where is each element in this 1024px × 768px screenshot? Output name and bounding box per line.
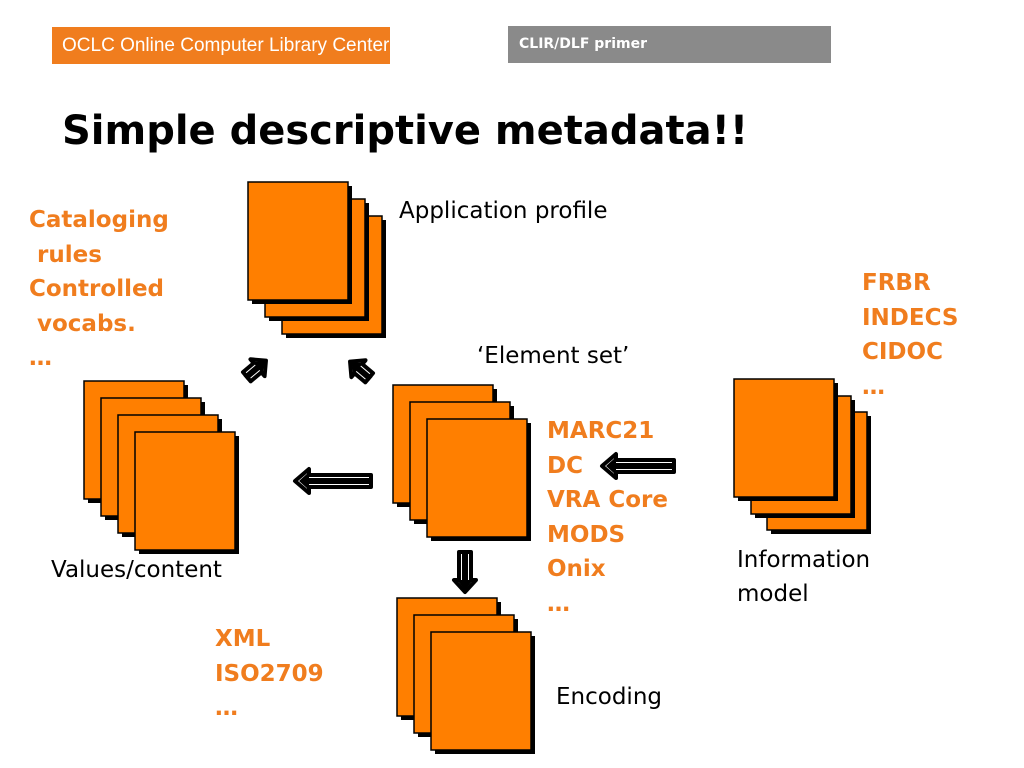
example-item: MODS (547, 521, 626, 548)
arrow-element-set-to-profile (348, 358, 376, 385)
information-model-label-line1: Information (737, 547, 871, 573)
example-item: … (862, 373, 885, 400)
information-model-label-line2: model (737, 581, 809, 607)
example-item: DC (547, 452, 583, 479)
slide-title: Simple descriptive metadata!! (62, 108, 749, 154)
application-profile-doc-stack (247, 181, 387, 339)
element-set-label: ‘Element set’ (477, 343, 630, 369)
example-item: ISO2709 (215, 660, 324, 687)
information-model-doc-stack (733, 378, 872, 535)
encoding-doc-stack (396, 597, 536, 755)
example-item: Onix (547, 556, 606, 582)
example-item: FRBR (862, 270, 931, 296)
application-profile-examples: Cataloging rules Controlled vocabs. … (29, 203, 169, 376)
encoding-examples: XML ISO2709 … (215, 622, 324, 726)
example-item: vocabs. (29, 310, 136, 337)
example-item: MARC21 (547, 418, 655, 444)
org-banner: OCLC Online Computer Library Center (52, 27, 390, 64)
example-item: … (29, 345, 52, 371)
deck-banner: CLIR/DLF primer (508, 26, 831, 63)
arrow-element-set-to-encoding (452, 550, 478, 594)
example-item: rules (29, 241, 102, 268)
arrow-element-set-to-values (293, 467, 373, 495)
values-content-label: Values/content (51, 557, 222, 583)
arrow-information-model-to-element-set (600, 452, 676, 480)
application-profile-label: Application profile (399, 198, 608, 224)
example-item: … (215, 695, 238, 721)
example-item: … (547, 590, 570, 617)
example-item: CIDOC (862, 339, 943, 365)
example-item: Controlled (29, 276, 165, 302)
arrow-values-to-profile (240, 357, 268, 384)
example-item: INDECS (862, 304, 959, 331)
element-set-doc-stack (392, 384, 532, 542)
example-item: XML (215, 626, 271, 652)
information-model-examples: FRBR INDECS CIDOC … (862, 266, 958, 404)
example-item: VRA Core (547, 487, 668, 513)
element-set-examples: MARC21 DC VRA Core MODS Onix … (547, 414, 668, 621)
values-content-doc-stack (83, 380, 240, 555)
example-item: Cataloging (29, 207, 169, 233)
encoding-label: Encoding (556, 684, 662, 710)
